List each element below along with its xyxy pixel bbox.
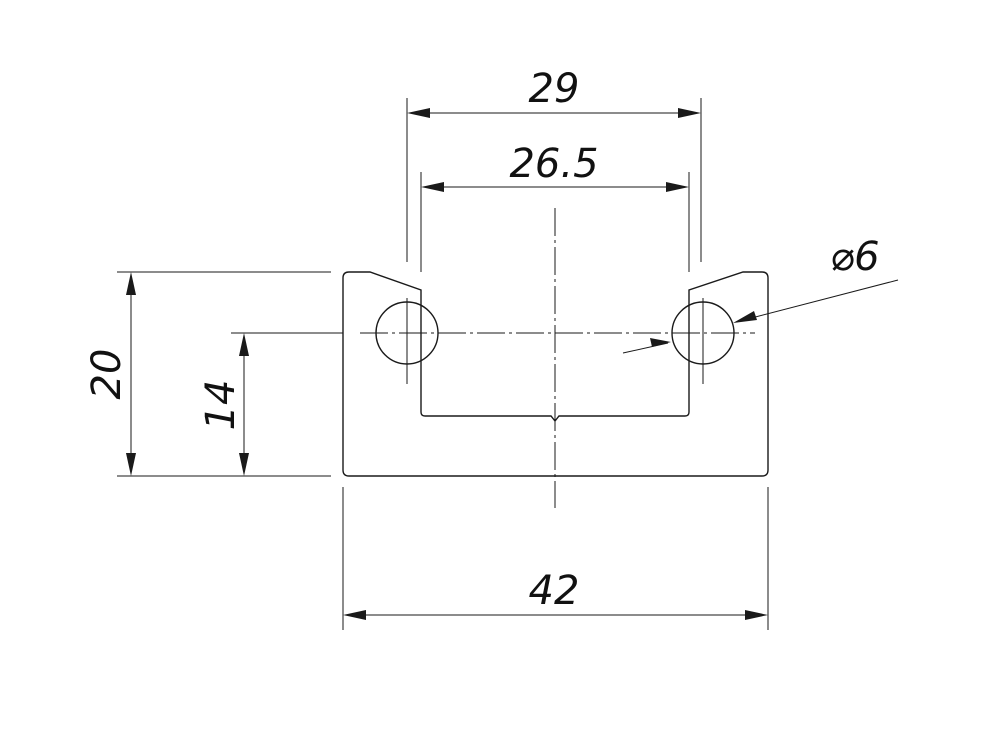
dim-label-26-5: 26.5: [509, 141, 598, 187]
diameter-symbol: ⌀: [830, 234, 854, 280]
dim-label-14: 14: [198, 380, 244, 431]
center-lines: [360, 208, 755, 508]
dimension-29: 29: [406, 66, 702, 262]
dim-label-diameter: ⌀6: [830, 234, 880, 280]
dim-label-20: 20: [84, 349, 130, 400]
dimension-42: 42: [342, 487, 769, 630]
dim-label-42: 42: [529, 568, 580, 614]
part-outline: [342, 271, 769, 477]
dimension-14: 14: [198, 332, 343, 476]
dim-label-29: 29: [529, 66, 580, 112]
dimension-26-5: 26.5: [420, 141, 690, 272]
dimension-20: 20: [84, 271, 331, 477]
dim-label-6: 6: [854, 234, 879, 280]
dimension-diameter-6: ⌀6: [622, 234, 899, 354]
